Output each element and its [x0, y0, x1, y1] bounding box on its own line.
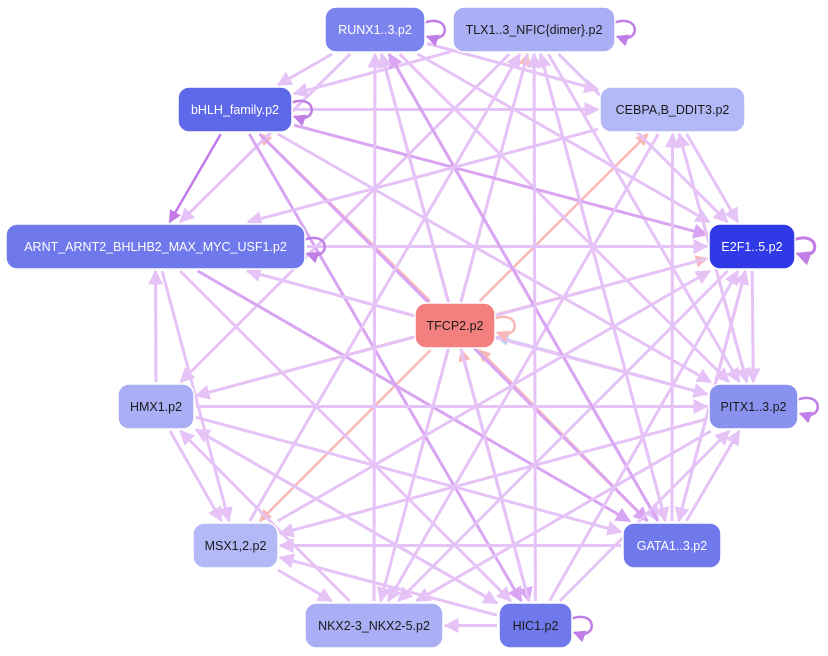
node-label: TLX1..3_NFIC{dimer}.p2 [466, 23, 603, 37]
node-box [304, 602, 444, 649]
self-loop-e2f [794, 236, 817, 266]
node-box [708, 223, 796, 270]
edge-gata-to-runx [387, 52, 660, 522]
node-tfcp2[interactable]: TFCP2.p2 [414, 302, 496, 349]
node-box [324, 6, 426, 53]
node-box [414, 302, 496, 349]
edges-layer [148, 42, 761, 633]
edge-msx-to-nkx [277, 568, 333, 603]
node-label: PITX1..3.p2 [720, 400, 786, 414]
node-e2f[interactable]: E2F1..5.p2 [708, 223, 796, 270]
node-box [708, 383, 799, 430]
node-label: HIC1.p2 [513, 619, 559, 633]
self-loops-layer [291, 19, 819, 643]
node-label: GATA1..3.p2 [637, 539, 707, 553]
edge-runx-to-bhlh [276, 52, 333, 87]
edge-nkx-to-runx [367, 52, 383, 602]
edge-gata-to-tlx [536, 52, 667, 522]
node-label: MSX1,2.p2 [205, 539, 267, 553]
edge-gata-to-pitx [685, 429, 741, 522]
edge-msx-to-tlx [248, 52, 522, 522]
node-label: CEBPA,B_DDIT3.p2 [616, 103, 730, 117]
node-box [117, 383, 195, 430]
node-bhlh[interactable]: bHLH_family.p2 [177, 86, 293, 133]
edge-tlx-to-e2f [557, 52, 729, 224]
edge-bhlh-to-arnt [168, 133, 222, 224]
edge-hic-to-e2f [548, 269, 740, 602]
edge-arnt-to-gata [197, 269, 631, 523]
edge-bhlh-to-e2f [293, 123, 709, 239]
edge-hic-to-pitx [558, 429, 731, 603]
edge-gata-to-cebpa [664, 132, 680, 522]
node-label: bHLH_family.p2 [191, 103, 279, 117]
edge-e2f-to-pitx [745, 270, 761, 384]
node-label: E2F1..5.p2 [721, 240, 782, 254]
edge-hmx-to-msx [168, 430, 223, 523]
node-label: RUNX1..3.p2 [338, 23, 412, 37]
node-gata[interactable]: GATA1..3.p2 [622, 522, 722, 569]
edge-tlx-to-bhlh [292, 50, 452, 98]
edge-bhlh-to-pitx [277, 132, 713, 384]
edge-pitx-to-msx [278, 417, 708, 538]
self-loop-pitx [797, 396, 819, 424]
edge-pitx-to-nkx [415, 429, 712, 603]
node-label: NKX2-3_NKX2-5.p2 [318, 619, 430, 633]
node-msx[interactable]: MSX1,2.p2 [192, 522, 279, 569]
node-box [452, 6, 616, 53]
node-pitx[interactable]: PITX1..3.p2 [708, 383, 799, 430]
node-label: ARNT_ARNT2_BHLHB2_MAX_MYC_USF1.p2 [24, 240, 287, 254]
node-box [192, 522, 279, 569]
edge-cebpa-to-e2f [685, 133, 740, 224]
node-box [498, 602, 573, 649]
self-loop-tlx [614, 19, 636, 47]
edge-nkx-to-hmx [179, 429, 351, 603]
node-tlx[interactable]: TLX1..3_NFIC{dimer}.p2 [452, 6, 616, 53]
node-box [5, 223, 306, 270]
self-loop-arnt [304, 236, 326, 264]
node-arnt[interactable]: ARNT_ARNT2_BHLHB2_MAX_MYC_USF1.p2 [5, 223, 306, 270]
edge-hmx-to-gata [195, 415, 623, 536]
self-loop-hic [571, 615, 593, 643]
node-runx[interactable]: RUNX1..3.p2 [324, 6, 426, 53]
edge-msx-to-e2f [277, 269, 711, 523]
node-box [599, 86, 746, 133]
node-hic[interactable]: HIC1.p2 [498, 602, 573, 649]
node-nkx[interactable]: NKX2-3_NKX2-5.p2 [304, 602, 444, 649]
self-loop-bhlh [291, 99, 313, 127]
edge-hic-to-tlx [526, 52, 542, 602]
node-label: TFCP2.p2 [427, 319, 484, 333]
node-cebpa[interactable]: CEBPA,B_DDIT3.p2 [599, 86, 746, 133]
node-hmx[interactable]: HMX1.p2 [117, 383, 195, 430]
self-loop-runx [424, 19, 446, 47]
node-label: HMX1.p2 [130, 400, 182, 414]
nodes-layer: RUNX1..3.p2 TLX1..3_NFIC{dimer}.p2 bHLH_fa… [5, 6, 799, 649]
node-box [622, 522, 722, 569]
self-loop-tfcp2 [494, 315, 516, 343]
edge-cebpa-to-arnt [246, 127, 599, 226]
node-box [177, 86, 293, 133]
edge-hic-to-hmx [194, 428, 498, 605]
